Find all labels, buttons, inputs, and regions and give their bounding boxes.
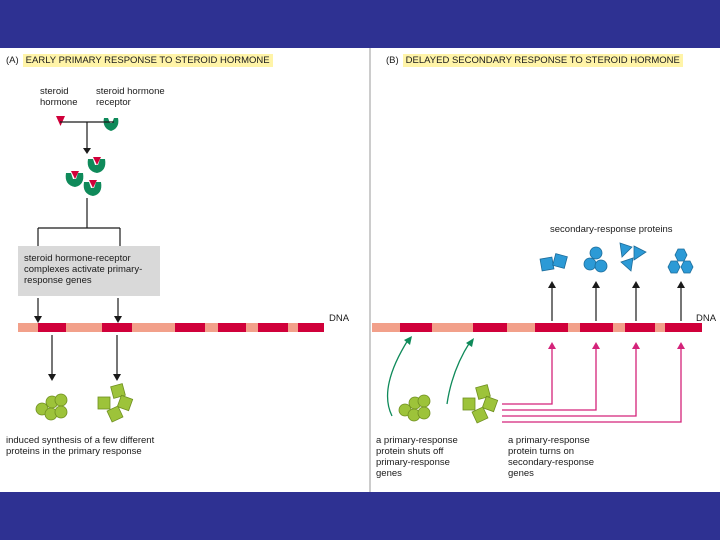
secondary-protein-hexagons (667, 248, 694, 274)
hormone-receptor-complex (83, 180, 102, 196)
label-secondary-response-proteins: secondary-response proteins (550, 224, 673, 235)
caption-turns-on: a primary-response protein turns on seco… (508, 435, 595, 479)
secondary-protein-squares (539, 253, 568, 272)
top-band (0, 0, 720, 48)
panel-a-title: EARLY PRIMARY RESPONSE TO STEROID HORMON… (22, 54, 273, 67)
primary-protein-cluster-squares (462, 384, 499, 424)
steroid-hormone-receptor-icon (103, 118, 119, 131)
complex-box (18, 246, 160, 296)
hormone-receptor-complex (87, 157, 106, 173)
complex-box-text: steroid hormone-receptor complexes activ… (24, 253, 143, 286)
secondary-protein-circles (583, 246, 608, 273)
label-steroid-hormone-receptor: steroid hormone receptor (96, 86, 165, 108)
panel-a-heading: (A)EARLY PRIMARY RESPONSE TO STEROID HOR… (6, 54, 273, 67)
diagram-panel: (A)EARLY PRIMARY RESPONSE TO STEROID HOR… (0, 48, 720, 492)
hormone-receptor-complex (65, 171, 84, 187)
caption-primary-response: induced synthesis of a few different pro… (6, 435, 155, 457)
secondary-protein-triangles (619, 242, 647, 272)
repression-arrow (446, 341, 471, 405)
secondary-transcription-arrows (551, 286, 682, 321)
panel-b-title: DELAYED SECONDARY RESPONSE TO STEROID HO… (402, 54, 683, 67)
dna-label-b: DNA (696, 313, 717, 324)
primary-protein-cluster-circles (398, 394, 431, 422)
label-steroid-hormone: steroid hormone (40, 86, 78, 108)
activation-lines (502, 347, 682, 423)
dna-label-a: DNA (329, 313, 350, 324)
diagram-canvas (18, 48, 702, 492)
bottom-band (0, 492, 720, 540)
primary-protein-cluster-circles (35, 393, 68, 421)
repression-arrow (386, 339, 409, 417)
dna-strand-b (372, 323, 702, 332)
dna-strand-a (18, 323, 324, 332)
steroid-hormone-icon (56, 116, 65, 126)
panel-b-letter: (B) (386, 55, 399, 66)
panel-a-letter: (A) (6, 55, 19, 66)
caption-shuts-off: a primary-response protein shuts off pri… (376, 435, 458, 479)
panel-b-heading: (B)DELAYED SECONDARY RESPONSE TO STEROID… (386, 54, 683, 67)
primary-protein-cluster-squares (97, 383, 134, 423)
